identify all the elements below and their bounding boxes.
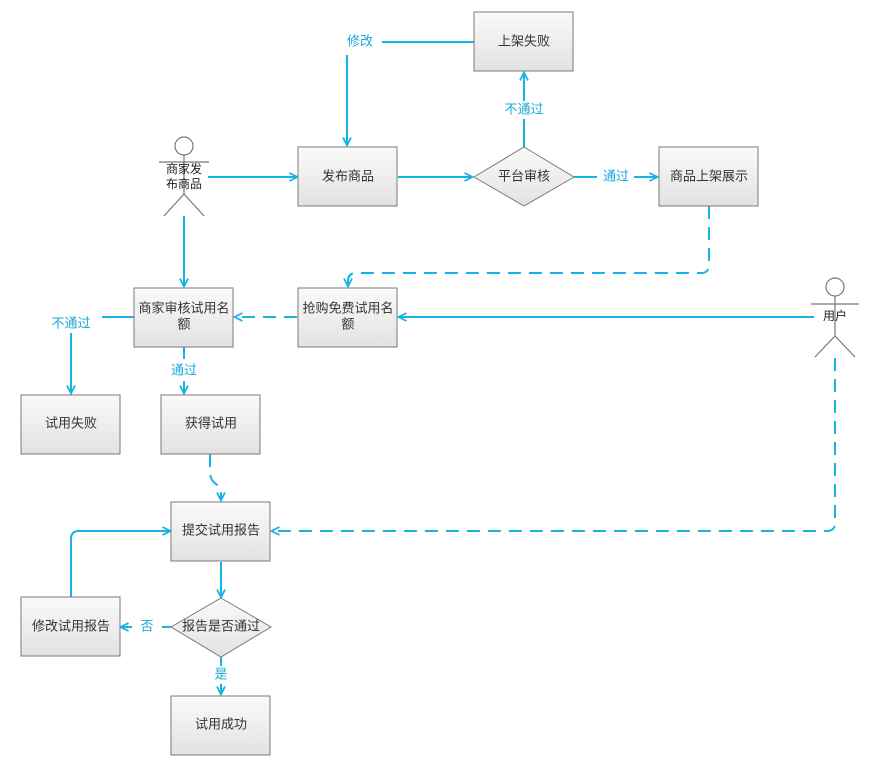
- edge-label-review-fail: 不通过: [504, 103, 543, 118]
- edge-label-report-yes: 是: [214, 668, 227, 683]
- node-grab-label-line2: 额: [341, 318, 354, 333]
- node-get-trial-label: 获得试用: [185, 416, 237, 432]
- edge-user-to-submit: [272, 358, 836, 531]
- edge-label-modify: 修改: [347, 35, 373, 50]
- user-actor-label: 用户: [823, 308, 847, 323]
- node-review-diamond[interactable]: [473, 146, 575, 207]
- node-merchant-review[interactable]: [133, 287, 234, 348]
- node-shelf-fail-label: 上架失败: [498, 35, 550, 50]
- node-get-trial[interactable]: [160, 394, 261, 455]
- edge-display-to-grab: [348, 206, 710, 286]
- edge-get-trial-to-submit: [209, 454, 221, 500]
- node-trial-success-label: 试用成功: [195, 718, 247, 733]
- node-review-label: 平台审核: [498, 170, 550, 185]
- edge-label-merchant-pass: 通过: [171, 364, 197, 379]
- merchant-actor-body: [159, 155, 209, 217]
- user-actor-body: [811, 296, 859, 358]
- node-merchant-review-label-line1: 商家审核试用名: [138, 301, 229, 317]
- node-display[interactable]: [658, 146, 759, 207]
- node-grab[interactable]: [297, 287, 398, 348]
- node-modify-report-label: 修改试用报告: [32, 620, 110, 635]
- merchant-actor-label-line1: 商家发: [166, 161, 202, 176]
- node-trial-fail-label: 试用失败: [45, 417, 97, 432]
- merchant-actor-label-line2: 布商品: [166, 176, 202, 191]
- merchant-actor-head: [174, 136, 194, 156]
- node-trial-success[interactable]: [170, 695, 271, 756]
- node-publish-label: 发布商品: [322, 169, 374, 185]
- edge-label-merchant-fail: 不通过: [51, 317, 90, 332]
- edge-label-review-pass: 通过: [603, 170, 629, 185]
- node-submit-report[interactable]: [170, 501, 271, 562]
- node-report-check-label: 报告是否通过: [182, 620, 260, 635]
- node-merchant-review-label-line2: 额: [177, 318, 190, 333]
- node-grab-label-line1: 抢购免费试用名: [302, 301, 393, 317]
- user-actor-head: [825, 277, 845, 297]
- node-shelf-fail[interactable]: [473, 11, 574, 72]
- node-report-check-diamond[interactable]: [170, 597, 272, 658]
- node-publish[interactable]: [297, 146, 398, 207]
- node-modify-report[interactable]: [20, 596, 121, 657]
- node-display-label: 商品上架展示: [670, 170, 748, 185]
- edge-modify-to-submit: [70, 531, 170, 597]
- node-submit-report-label: 提交试用报告: [182, 523, 260, 539]
- edge-label-report-no: 否: [140, 620, 153, 635]
- node-trial-fail[interactable]: [20, 394, 121, 455]
